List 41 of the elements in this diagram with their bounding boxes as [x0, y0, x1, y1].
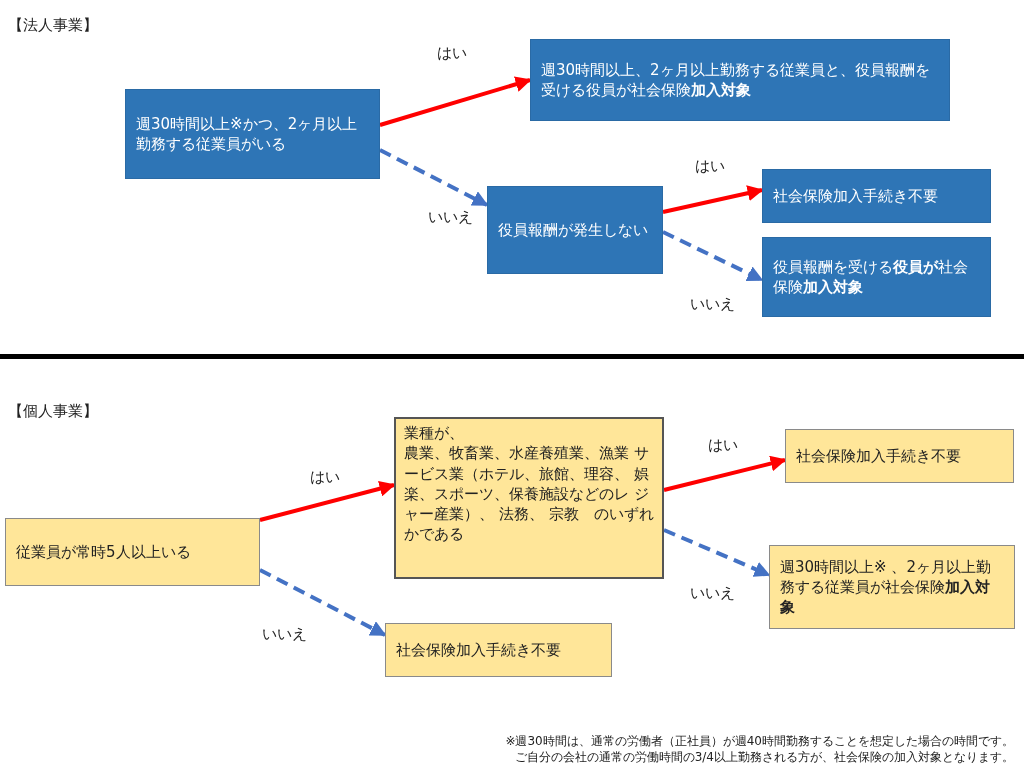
process-box: [385, 623, 612, 677]
edge-label: いいえ: [262, 625, 307, 644]
edge-label: いいえ: [428, 208, 473, 227]
edge-label: はい: [708, 436, 738, 455]
process-box: [125, 89, 380, 179]
process-box: [762, 237, 991, 317]
process-box: [769, 545, 1015, 629]
section-heading: 【個人事業】: [8, 402, 98, 421]
box-text: 農業、牧畜業、水産養殖業、漁業 サービス業（ホテル、旅館、理容、 娯楽、スポーツ、保養施設などのレ ジャー産業）、 法務、 宗教 のいずれかである: [404, 443, 654, 545]
box-text: 社会保険加入手続き不要: [396, 639, 562, 661]
box-text: 週30時間以上※ 、2ヶ月以上勤務する従業員が社会保険加入対象: [780, 556, 992, 618]
box-text: 業種が、: [404, 423, 465, 444]
box-text: 役員報酬が発生しない: [498, 219, 649, 241]
arrow: [663, 455, 787, 492]
box-text: 社会保険加入手続き不要: [796, 445, 962, 467]
arrow: [379, 148, 489, 207]
section-heading: 【法人事業】: [8, 16, 98, 35]
arrow: [259, 480, 396, 522]
arrow: [662, 230, 764, 282]
box-text: 社会保険加入手続き不要: [773, 185, 939, 207]
box-text: 週30時間以上※かつ、2ヶ月以上勤務する従業員がいる: [136, 113, 359, 155]
process-box: [785, 429, 1014, 483]
arrow: [663, 528, 771, 577]
process-box: [530, 39, 950, 121]
edge-label: はい: [310, 468, 340, 487]
arrow: [259, 568, 387, 637]
process-box: [762, 169, 991, 223]
edge-label: いいえ: [690, 295, 735, 314]
box-text: 週30時間以上、2ヶ月以上勤務する従業員と、役員報酬を受ける役員が社会保険加入対象: [541, 59, 931, 101]
edge-label: はい: [437, 44, 467, 63]
footnote: ※週30時間は、通常の労働者（正社員）が週40時間勤務することを想定した場合の時間です。: [505, 733, 1014, 750]
arrow: [662, 185, 764, 214]
edge-label: はい: [695, 157, 725, 176]
process-box: [394, 417, 664, 579]
arrow: [379, 76, 532, 127]
process-box: [5, 518, 260, 586]
footnote: ご自分の会社の通常の労働時間の3/4以上勤務される方が、社会保険の加入対象となります。: [514, 749, 1014, 766]
process-box: [487, 186, 663, 274]
box-text: 従業員が常時5人以上いる: [16, 541, 192, 563]
edge-label: いいえ: [690, 584, 735, 603]
box-text: 役員報酬を受ける役員が社会保険加入対象: [773, 256, 969, 298]
